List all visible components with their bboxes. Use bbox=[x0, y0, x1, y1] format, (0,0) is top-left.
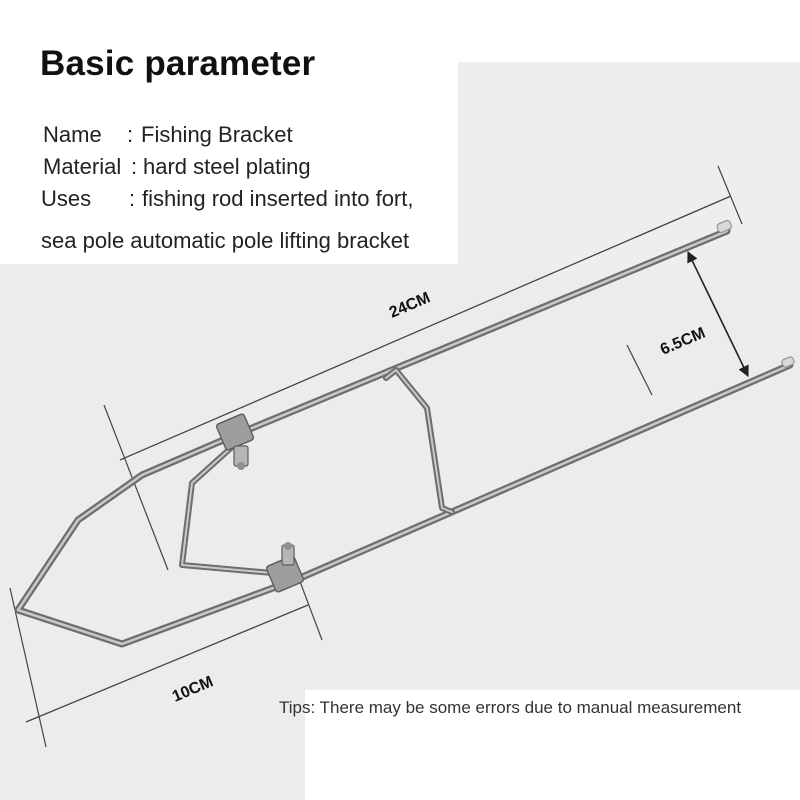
spec-key: Material bbox=[43, 154, 122, 179]
spec-value: Fishing Bracket bbox=[141, 122, 293, 147]
dimension-gap-6-5cm: 6.5CM bbox=[626, 250, 749, 396]
spec-key: Name bbox=[43, 122, 102, 147]
spec-sep: : bbox=[127, 122, 134, 147]
dimension-label: 6.5CM bbox=[658, 325, 708, 359]
steel-bracket bbox=[14, 220, 795, 648]
dimension-label: 24CM bbox=[387, 289, 433, 321]
spec-key: Uses bbox=[41, 186, 92, 211]
spec-sep: : bbox=[131, 154, 138, 179]
clamp-upper bbox=[215, 413, 255, 470]
page-title: Basic parameter bbox=[40, 44, 316, 83]
gray-backdrop-top bbox=[458, 62, 800, 272]
spec-value: sea pole automatic pole lifting bracket bbox=[41, 228, 410, 253]
spec-value: fishing rod inserted into fort, bbox=[142, 186, 414, 211]
dimension-label: 10CM bbox=[170, 673, 216, 705]
spec-value: hard steel plating bbox=[143, 154, 311, 179]
clamp-lower bbox=[265, 542, 305, 593]
dimension-length-24cm: 24CM bbox=[103, 165, 743, 571]
tips-note: Tips: There may be some errors due to ma… bbox=[279, 698, 742, 717]
tips-backdrop bbox=[305, 690, 800, 800]
spec-sep: : bbox=[129, 186, 136, 211]
